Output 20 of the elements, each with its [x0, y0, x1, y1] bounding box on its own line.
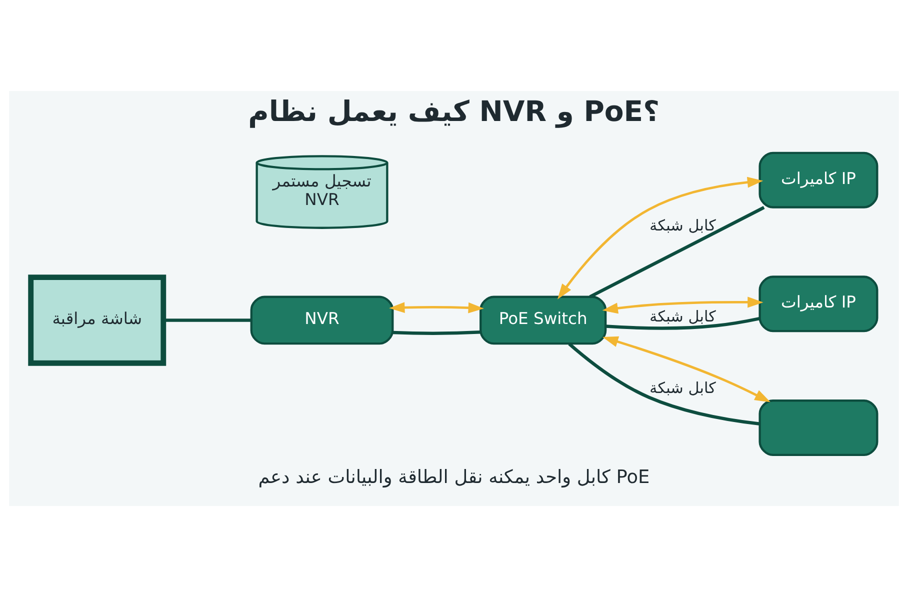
connector [163, 318, 251, 322]
connector [605, 316, 760, 330]
connector [392, 330, 480, 335]
arrow [602, 336, 770, 402]
arrow [602, 296, 763, 314]
connector [588, 206, 764, 298]
node-box [758, 400, 878, 456]
arrow [388, 302, 484, 314]
edge-label: كابل شبكة [649, 216, 716, 234]
node-box: كاميرات IP [758, 152, 878, 208]
node-box: PoE Switch [479, 296, 606, 345]
node-box: NVR [250, 296, 394, 345]
diagram-title: كيف يعمل نظام NVR و PoE؟ [248, 95, 660, 128]
connector [568, 342, 760, 426]
caption: كابل واحد يمكنه نقل الطاقة والبيانات عند دعم PoE [258, 466, 650, 488]
arrow [556, 176, 763, 300]
node-box: شاشة مراقبة [28, 274, 166, 366]
edge-label: كابل شبكة [649, 308, 716, 326]
node-box: كاميرات IP [758, 276, 878, 332]
edge-label: كابل شبكة [649, 379, 716, 398]
